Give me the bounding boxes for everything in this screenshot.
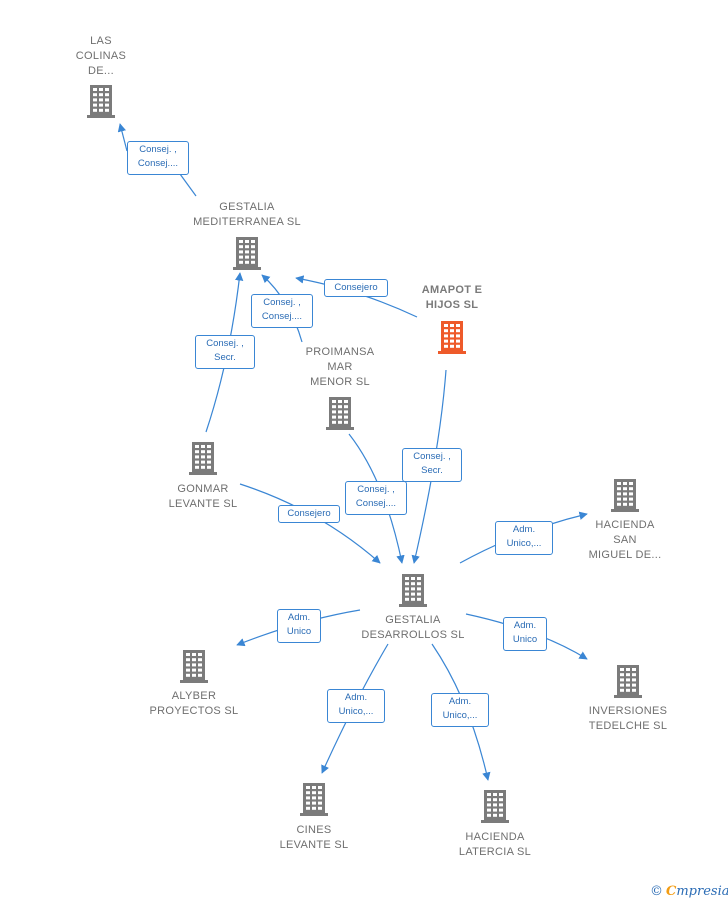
building-icon[interactable] [299,782,329,821]
building-icon[interactable] [179,649,209,688]
edge-label-e12[interactable]: Adm. Unico,... [431,693,489,727]
edge-line [179,173,197,197]
node-label-gestalia-des[interactable]: GESTALIA DESARROLLOS SL [361,614,465,641]
edge-label-e10[interactable]: Adm. Unico [503,617,547,651]
building-icon[interactable] [480,789,510,828]
edge-label-e4[interactable]: Consej. , Secr. [195,335,255,369]
building-icon[interactable] [613,664,643,703]
building-icon[interactable] [610,478,640,517]
edge-label-e7[interactable]: Consejero [278,505,340,523]
brand-name: mpresia [676,884,728,899]
node-label-hacienda-latercia[interactable]: HACIENDA LATERCIA SL [458,831,532,858]
edge-label-e11[interactable]: Adm. Unico,... [327,689,385,723]
building-icon[interactable] [232,236,262,275]
node-label-alyber[interactable]: ALYBER PROYECTOS SL [149,690,239,717]
node-label-hacienda-san-miguel[interactable]: HACIENDA SAN MIGUEL DE... [588,519,662,561]
node-label-gonmar[interactable]: GONMAR LEVANTE SL [168,483,238,510]
edge-label-e1[interactable]: Consej. , Consej.... [127,141,189,175]
node-label-las-colinas[interactable]: LAS COLINAS DE... [75,35,127,77]
building-icon[interactable] [398,573,428,612]
edge-label-e2[interactable]: Consejero [324,279,388,297]
node-label-inversiones[interactable]: INVERSIONES TEDELCHE SL [588,705,668,732]
node-label-proimansa[interactable]: PROIMANSA MAR MENOR SL [305,346,375,388]
edge-label-e6[interactable]: Consej. , Consej.... [345,481,407,515]
copyright-icon: © [650,884,663,899]
building-icon[interactable] [188,441,218,480]
building-icon[interactable] [437,320,467,359]
edge-label-e3[interactable]: Consej. , Consej.... [251,294,313,328]
brand-logo: ©Cmpresia [650,884,728,899]
node-label-gestalia-med[interactable]: GESTALIA MEDITERRANEA SL [193,201,301,228]
brand-initial: C [666,884,677,899]
edge-label-e9[interactable]: Adm. Unico [277,609,321,643]
node-label-cines[interactable]: CINES LEVANTE SL [279,824,349,851]
edge-label-e8[interactable]: Adm. Unico,... [495,521,553,555]
building-icon[interactable] [86,84,116,123]
edge-label-e5[interactable]: Consej. , Secr. [402,448,462,482]
building-icon[interactable] [325,396,355,435]
node-label-amapot[interactable]: AMAPOT E HIJOS SL [421,284,483,311]
edge-line [117,123,128,152]
